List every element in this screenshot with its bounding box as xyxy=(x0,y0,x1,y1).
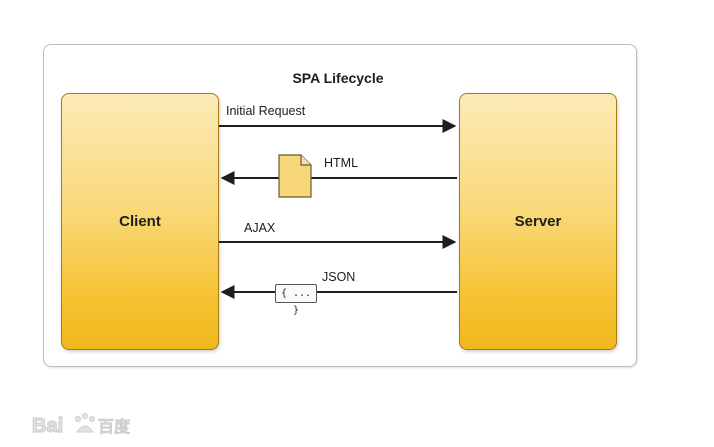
svg-text:Bai: Bai xyxy=(32,415,63,437)
arrow-label-initial-request: Initial Request xyxy=(226,104,306,118)
diagram-title: SPA Lifecycle xyxy=(292,70,384,86)
client-label: Client xyxy=(119,213,161,230)
arrow-label-json: JSON xyxy=(322,270,356,284)
server-box: Server xyxy=(459,93,617,350)
svg-text:百度: 百度 xyxy=(98,417,130,436)
baidu-watermark-logo: Bai 百度 xyxy=(31,412,131,438)
server-label: Server xyxy=(514,213,562,230)
arrow-label-ajax: AJAX xyxy=(244,221,276,235)
arrow-label-html: HTML xyxy=(324,156,359,170)
json-braces-icon: { ... } xyxy=(275,284,317,316)
document-icon xyxy=(278,154,312,198)
client-box: Client xyxy=(61,93,219,350)
